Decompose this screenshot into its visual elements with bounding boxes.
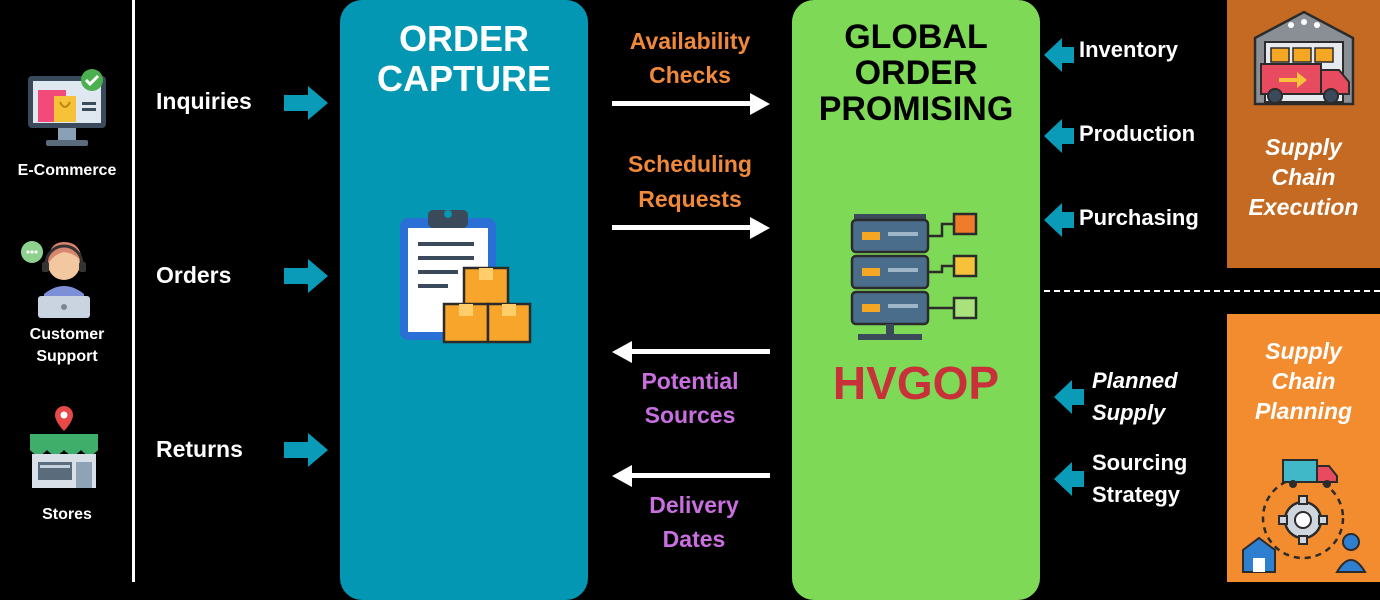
flow-label-potential-line1: Potential: [641, 368, 739, 394]
arrow-right-icon: [612, 217, 770, 239]
flow-label-scheduling-line2: Requests: [638, 186, 742, 212]
arrow-left-icon: [1044, 38, 1074, 72]
warehouse-truck-icon: [1251, 8, 1357, 108]
storefront-icon: [22, 404, 106, 490]
clipboard-boxes-icon: [394, 206, 534, 346]
global-order-promising-panel: GLOBAL ORDER PROMISING HVGOP: [792, 0, 1040, 600]
channel-divider: [132, 0, 135, 582]
gop-title-line2: ORDER: [854, 54, 978, 92]
arrow-left-icon: [612, 341, 770, 363]
brand-logo: HVGOP: [832, 357, 1000, 409]
source-label-planned-line2: Supply: [1092, 400, 1166, 425]
arrow-left-icon: [1044, 203, 1074, 237]
supply-chain-planning-box: Supply Chain Planning: [1227, 314, 1380, 582]
input-label-inquiries: Inquiries: [156, 88, 252, 114]
execution-label-line2: Chain: [1271, 164, 1336, 190]
source-label-sourcing-line2: Strategy: [1092, 482, 1181, 507]
supply-chain-execution-box: Supply Chain Execution: [1227, 0, 1380, 268]
arrow-right-icon: [284, 259, 328, 293]
source-label-inventory: Inventory: [1079, 37, 1179, 62]
order-capture-title-line1: ORDER: [398, 18, 529, 59]
flow-label-availability-line2: Checks: [649, 62, 731, 88]
channel-label-customer-support: Customer Support: [29, 326, 105, 365]
channel-label-ecommerce: E-Commerce: [17, 162, 117, 179]
source-label-production: Production: [1079, 121, 1196, 146]
flow-label-delivery-line2: Dates: [662, 526, 726, 552]
source-label-purchasing: Purchasing: [1079, 205, 1199, 230]
arrow-left-icon: [1044, 119, 1074, 153]
support-agent-icon: [18, 234, 108, 320]
input-label-orders: Orders: [156, 262, 232, 288]
flow-label-availability-line1: Availability: [629, 28, 751, 54]
flow-label-scheduling-line1: Scheduling: [628, 151, 752, 177]
planning-label-line3: Planning: [1254, 398, 1353, 424]
execution-label-line1: Supply: [1265, 134, 1342, 160]
section-divider: [1044, 290, 1380, 292]
planning-label-line1: Supply: [1265, 338, 1342, 364]
arrow-right-icon: [284, 86, 328, 120]
arrow-left-icon: [1054, 380, 1084, 414]
channel-label-stores: Stores: [42, 506, 92, 523]
order-capture-panel: ORDER CAPTURE: [340, 0, 588, 600]
source-label-sourcing-line1: Sourcing: [1092, 450, 1188, 475]
source-label-planned-line1: Planned: [1092, 368, 1178, 393]
flow-label-potential-line2: Sources: [644, 402, 736, 428]
arrow-right-icon: [612, 93, 770, 115]
gop-title-line3: PROMISING: [818, 90, 1014, 128]
planning-label-line2: Chain: [1271, 368, 1336, 394]
gop-title-line1: GLOBAL: [844, 18, 988, 56]
ecommerce-monitor-icon: [24, 68, 110, 154]
arrow-right-icon: [284, 433, 328, 467]
logistics-gear-icon: [1239, 454, 1369, 576]
arrow-left-icon: [1054, 462, 1084, 496]
arrow-left-icon: [612, 465, 770, 487]
server-network-icon: [848, 210, 988, 346]
order-capture-title-line2: CAPTURE: [376, 58, 551, 99]
input-label-returns: Returns: [156, 436, 243, 462]
execution-label-line3: Execution: [1248, 194, 1359, 220]
flow-label-delivery-line1: Delivery: [649, 492, 739, 518]
